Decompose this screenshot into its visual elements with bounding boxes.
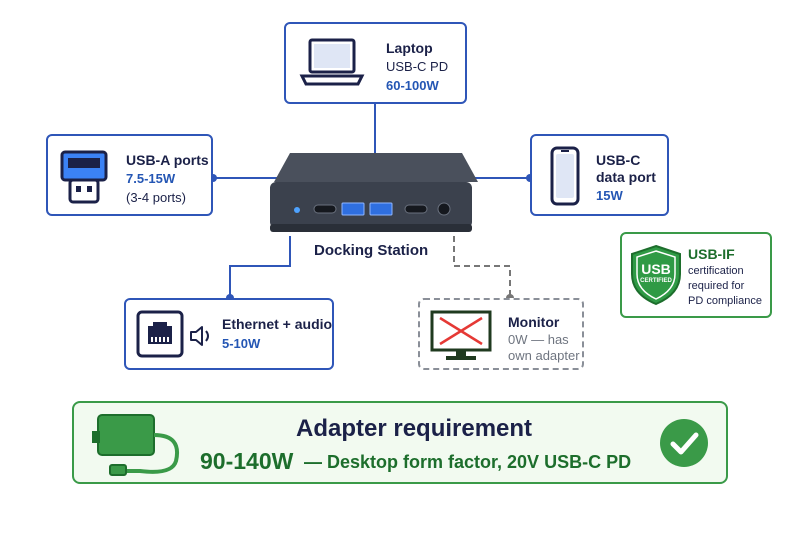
- usb-a-plug-icon: [60, 150, 108, 204]
- adapter-heading: Adapter requirement: [296, 415, 533, 442]
- monitor-line1: 0W — has: [508, 332, 569, 347]
- usbif-card: USB CERTIFIED USB-IF certification requi…: [620, 232, 772, 318]
- usba-card: USB-A ports 7.5-15W (3-4 ports): [46, 134, 213, 216]
- monitor-title: Monitor: [508, 314, 560, 330]
- shield-icon: [631, 244, 681, 306]
- monitor-connector: [453, 236, 511, 298]
- usbc-title-line2: data port: [596, 169, 656, 185]
- ethernet-card: Ethernet + audio 5-10W: [124, 298, 334, 370]
- power-adapter-icon: [92, 414, 179, 476]
- ethernet-power: 5-10W: [222, 336, 261, 351]
- usbif-line3: PD compliance: [688, 295, 762, 307]
- laptop-title: Laptop: [386, 40, 433, 56]
- laptop-line1: USB-C PD: [386, 59, 449, 74]
- usbif-line1: certification: [688, 265, 744, 277]
- monitor-line2: own adapter: [508, 348, 580, 363]
- laptop-icon: [299, 38, 365, 86]
- adapter-detail: — Desktop form factor, 20V USB-C PD: [304, 452, 632, 472]
- phone-icon: [550, 146, 580, 206]
- monitor-icon: [430, 310, 492, 360]
- dock-label: Docking Station: [314, 242, 429, 259]
- laptop-power: 60-100W: [386, 78, 439, 93]
- usbc-power: 15W: [596, 188, 623, 203]
- usbif-title: USB-IF: [688, 246, 735, 262]
- ethernet-port-icon: [136, 310, 184, 358]
- usbif-line2: required for: [688, 280, 745, 292]
- adapter-requirement-card: Adapter requirement 90-140W — Desktop fo…: [72, 401, 728, 484]
- check-circle-icon: [660, 419, 708, 467]
- usba-title: USB-A ports: [126, 152, 209, 168]
- usbc-title-line1: USB-C: [596, 152, 641, 168]
- ethernet-connector: [229, 236, 291, 298]
- usbif-badge-line2: CERTIFIED: [640, 278, 672, 284]
- usba-note: (3-4 ports): [126, 190, 186, 205]
- adapter-wattage: 90-140W: [200, 448, 294, 474]
- usbc-card: USB-C data port 15W: [530, 134, 669, 216]
- laptop-card: Laptop USB-C PD 60-100W: [284, 22, 467, 104]
- monitor-card: Monitor 0W — has own adapter: [418, 298, 584, 370]
- usbif-badge-line1: USB: [641, 261, 671, 277]
- usba-power: 7.5-15W: [126, 171, 176, 186]
- ethernet-title: Ethernet + audio: [222, 316, 333, 332]
- speaker-icon: [190, 326, 209, 346]
